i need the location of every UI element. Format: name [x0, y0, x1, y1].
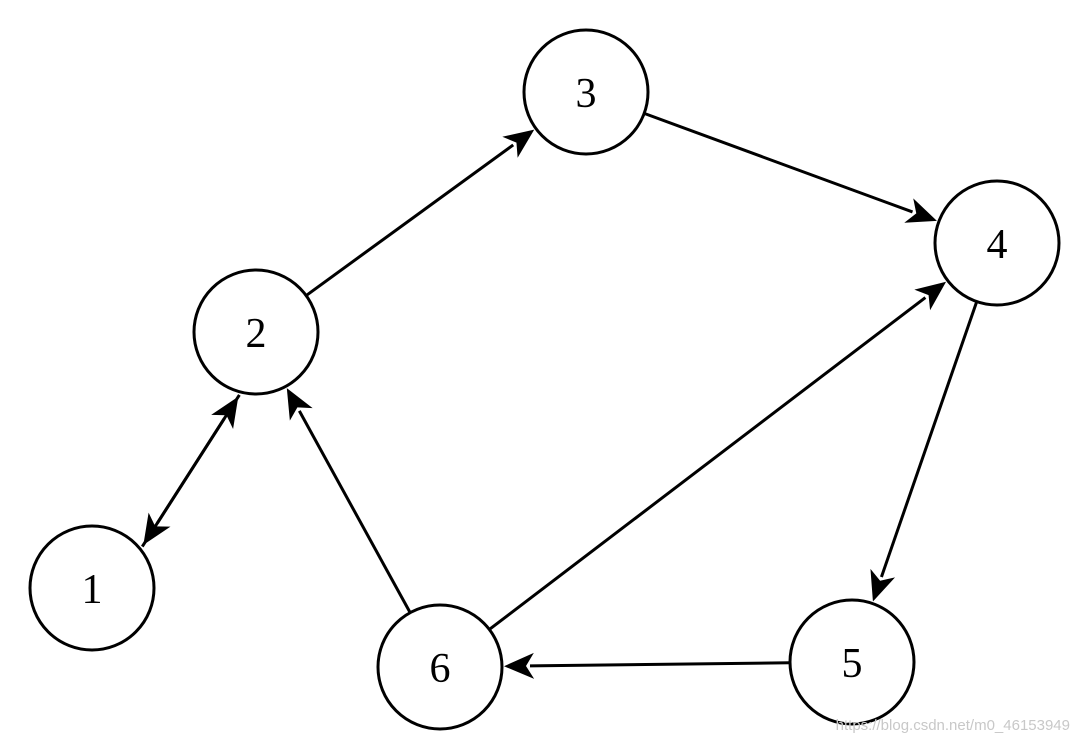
node-4: 4: [933, 179, 1061, 307]
node-circle: [788, 598, 916, 726]
node-label: 6: [430, 646, 451, 692]
node-3: 3: [522, 28, 650, 156]
arrowhead-icon: [870, 568, 896, 602]
edge-line: [488, 296, 927, 631]
arrowhead-icon: [502, 129, 535, 158]
node-circle: [376, 603, 504, 731]
arrowhead-icon: [904, 198, 937, 223]
edge-2-to-1: [143, 394, 241, 545]
edges-layer: [141, 111, 979, 679]
edge-line: [305, 143, 515, 297]
node-label: 1: [82, 567, 103, 613]
edge-line: [156, 394, 241, 524]
node-label: 4: [987, 222, 1008, 268]
node-1: 1: [28, 524, 156, 652]
edge-6-to-4: [488, 281, 947, 631]
arrowhead-icon: [914, 281, 947, 311]
arrowhead-icon: [503, 652, 535, 679]
node-circle: [522, 28, 650, 156]
arrowhead-icon: [143, 512, 171, 545]
arrowhead-icon: [286, 388, 313, 421]
edge-3-to-4: [643, 111, 937, 223]
node-circle: [192, 268, 320, 396]
node-5: 5: [788, 598, 916, 726]
edge-6-to-2: [286, 388, 412, 614]
node-circle: [933, 179, 1061, 307]
edge-line: [298, 410, 412, 614]
edge-line: [880, 301, 979, 578]
edge-line: [643, 111, 914, 214]
node-label: 5: [842, 641, 863, 687]
nodes-layer: 1 2 3 4 5 6: [28, 28, 1061, 731]
edge-5-to-6: [503, 652, 791, 679]
edge-4-to-5: [870, 301, 979, 602]
node-circle: [28, 524, 156, 652]
node-label: 3: [576, 71, 597, 117]
edge-line: [529, 661, 791, 668]
edge-2-to-3: [305, 129, 535, 297]
node-label: 2: [246, 311, 267, 357]
node-2: 2: [192, 268, 320, 396]
watermark-text: https://blog.csdn.net/m0_46153949: [836, 717, 1070, 734]
node-6: 6: [376, 603, 504, 731]
